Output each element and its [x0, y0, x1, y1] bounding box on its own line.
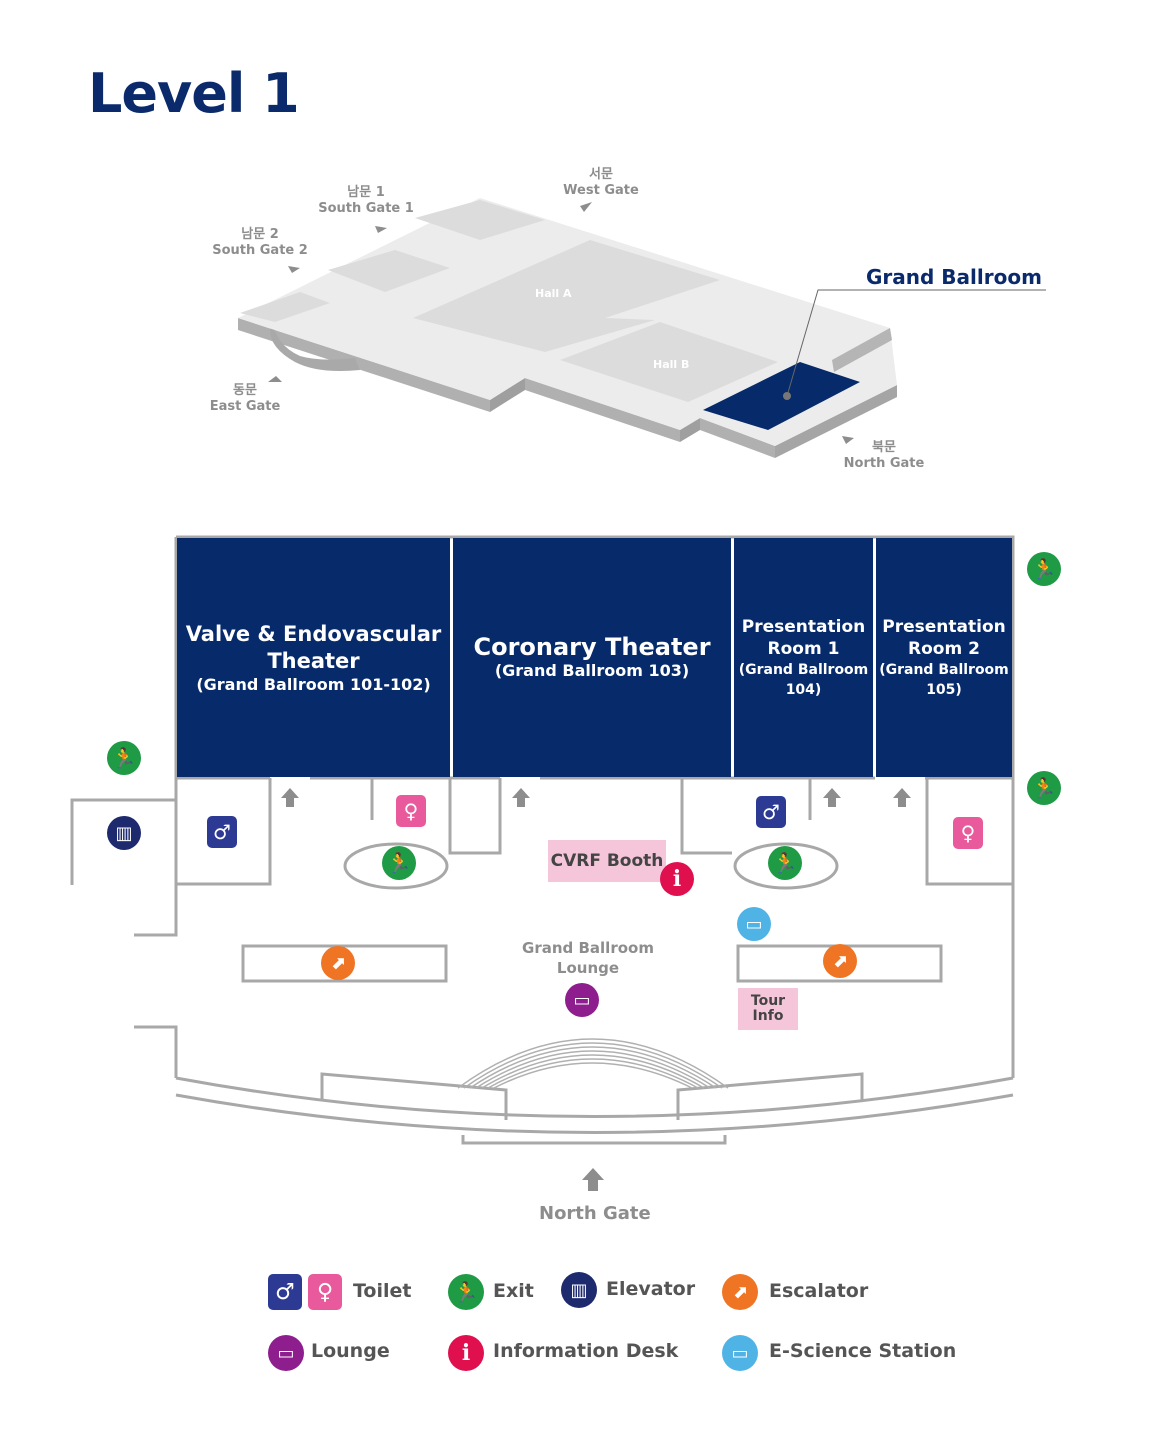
- north-gate-english: North Gate: [843, 456, 925, 471]
- south-gate-1-label: 남문 1 South Gate 1: [316, 185, 416, 217]
- room-sub: (Grand Ballroom 103): [494, 661, 690, 680]
- toilet-male-icon: ♂: [756, 796, 786, 828]
- page-title: Level 1: [88, 62, 300, 125]
- legend-elevator: Elevator: [606, 1278, 696, 1300]
- south-gate-1-english: South Gate 1: [318, 201, 414, 216]
- room-sub: (Grand Ballroom 104): [738, 661, 869, 698]
- south-gate-2-english: South Gate 2: [212, 243, 308, 258]
- toilet-female-icon: ♀: [308, 1274, 342, 1310]
- room-presentation-2[interactable]: Presentation Room 2 (Grand Ballroom 105): [876, 538, 1012, 777]
- west-gate-korean: 서문: [589, 167, 613, 182]
- grand-ballroom-callout: Grand Ballroom: [866, 265, 1042, 289]
- south-gate-2-label: 남문 2 South Gate 2: [208, 227, 312, 259]
- toilet-female-icon: ♀: [953, 817, 983, 849]
- room-name: Coronary Theater: [473, 633, 711, 661]
- north-gate-arrow-icon: [582, 1168, 604, 1191]
- escalator-icon: ⬈: [722, 1274, 758, 1310]
- legend-exit: Exit: [493, 1280, 534, 1302]
- overview-map: [238, 198, 1046, 458]
- east-gate-korean: 동문: [233, 383, 257, 398]
- room-sub: (Grand Ballroom 101-102): [196, 674, 431, 694]
- room-sub: (Grand Ballroom 105): [879, 661, 1009, 698]
- south-gate-1-korean: 남문 1: [347, 185, 385, 200]
- legend-information-desk: Information Desk: [493, 1340, 679, 1362]
- east-gate-label: 동문 East Gate: [200, 383, 290, 415]
- east-gate-english: East Gate: [209, 399, 281, 414]
- toilet-male-icon: ♂: [268, 1274, 302, 1310]
- west-gate-english: West Gate: [563, 183, 639, 198]
- legend-lounge: Lounge: [311, 1340, 390, 1362]
- room-name: Presentation Room 1: [741, 616, 866, 659]
- lounge-icon: ▭: [565, 983, 599, 1017]
- toilet-male-icon: ♂: [207, 816, 237, 848]
- tour-info-box[interactable]: Tour Info: [738, 988, 798, 1030]
- room-valve-endovascular[interactable]: Valve & Endovascular Theater (Grand Ball…: [177, 538, 450, 777]
- e-science-icon: ▭: [722, 1335, 758, 1371]
- south-gate-2-korean: 남문 2: [241, 227, 279, 242]
- exit-icon: 🏃: [1027, 771, 1061, 805]
- information-icon: i: [660, 862, 694, 896]
- elevator-icon: ▥: [107, 816, 141, 850]
- legend-toilet: Toilet: [353, 1280, 412, 1302]
- information-icon: i: [448, 1335, 484, 1371]
- toilet-female-icon: ♀: [396, 795, 426, 827]
- lounge-label: Grand Ballroom Lounge: [522, 939, 654, 977]
- hall-a-label: Hall A: [535, 287, 572, 300]
- hall-b-label: Hall B: [653, 358, 690, 371]
- lounge-icon: ▭: [268, 1335, 304, 1371]
- exit-icon: 🏃: [1027, 552, 1061, 586]
- elevator-icon: ▥: [561, 1272, 597, 1308]
- tour-info-label: Tour Info: [750, 993, 786, 1024]
- room-coronary[interactable]: Coronary Theater (Grand Ballroom 103): [453, 538, 731, 777]
- west-gate-label: 서문 West Gate: [556, 167, 646, 199]
- north-gate-label: North Gate: [539, 1203, 651, 1224]
- room-presentation-1[interactable]: Presentation Room 1 (Grand Ballroom 104): [734, 538, 873, 777]
- exit-icon: 🏃: [448, 1274, 484, 1310]
- west-gate-arrow-icon: [580, 202, 592, 212]
- north-gate-korean: 북문: [872, 440, 896, 455]
- north-gate-label-overview: 북문 North Gate: [836, 440, 932, 472]
- room-name: Presentation Room 2: [882, 616, 1006, 659]
- cvrf-booth[interactable]: CVRF Booth: [548, 840, 666, 882]
- escalator-icon: ⬈: [823, 944, 857, 978]
- e-science-icon: ▭: [737, 907, 771, 941]
- exit-icon: 🏃: [768, 846, 802, 880]
- exit-icon: 🏃: [107, 741, 141, 775]
- legend-escalator: Escalator: [769, 1280, 869, 1302]
- escalator-icon: ⬈: [321, 946, 355, 980]
- room-name: Valve & Endovascular Theater: [185, 621, 442, 673]
- exit-icon: 🏃: [382, 846, 416, 880]
- legend-e-science-station: E-Science Station: [769, 1340, 957, 1362]
